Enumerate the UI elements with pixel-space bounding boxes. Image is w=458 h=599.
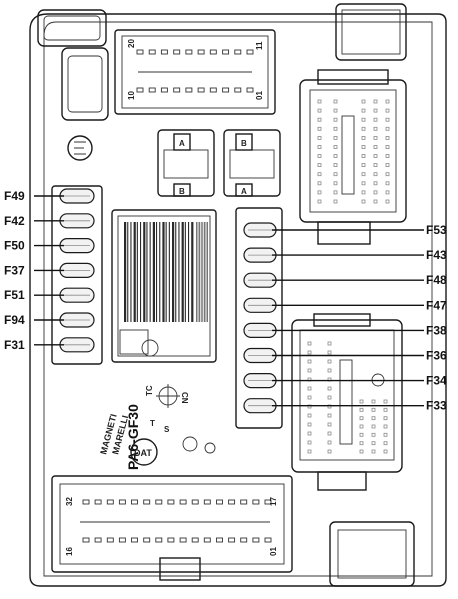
bottom-pin-low-last: 01	[269, 547, 278, 556]
fuse-f48: F48	[243, 272, 447, 288]
t-mark: T	[150, 419, 155, 428]
fuse-label: F94	[4, 313, 25, 327]
fuse-label: F50	[4, 239, 25, 253]
top-pin-low-first: 10	[127, 91, 136, 100]
housing	[29, 3, 447, 587]
fuse-f42: F42	[4, 213, 95, 229]
fuse-block-left	[51, 185, 103, 365]
logo-symbol	[67, 135, 93, 161]
fuse-f51: F51	[4, 287, 95, 303]
top-pin-first: 20	[127, 39, 136, 48]
fuse-label: F49	[4, 189, 25, 203]
fuse-f53: F53	[243, 222, 447, 238]
fuse-f38: F38	[243, 322, 447, 338]
fuse-label: F42	[4, 214, 25, 228]
fuse-f37: F37	[4, 262, 95, 278]
fuse-f43: F43	[243, 247, 447, 263]
top-connector: 20 11 10 01	[114, 29, 276, 115]
fuse-label: F33	[426, 399, 447, 413]
fuse-label: F37	[4, 263, 25, 277]
material-mark: PA6-GF30	[125, 404, 141, 470]
relay-socket-left: A B	[157, 129, 215, 197]
fuse-f94: F94	[4, 312, 95, 328]
relay-socket-right: B A	[223, 129, 281, 197]
fuse-label: F34	[426, 374, 447, 388]
fuse-f33: F33	[243, 398, 447, 414]
right-upper-connector	[299, 69, 407, 245]
bottom-pin-first: 32	[65, 497, 74, 506]
fuse-f34: F34	[243, 373, 447, 389]
fuse-label: F51	[4, 288, 25, 302]
tc-mark: TC	[145, 385, 154, 396]
fuse-f31: F31	[4, 337, 95, 353]
relay-left-label-b: B	[179, 187, 185, 196]
fuse-label: F43	[426, 248, 447, 262]
fuse-label: F47	[426, 298, 447, 312]
relay-right-label-b: B	[241, 139, 247, 148]
fuse-f47: F47	[243, 297, 447, 313]
bottom-pin-low-first: 16	[65, 547, 74, 556]
markings: PA6-GF30 MAGNETI MARELLI TC T S CN DAT	[98, 384, 216, 470]
cn-mark: CN	[180, 392, 189, 404]
fuse-block-right	[235, 207, 283, 429]
top-pin-low-last: 01	[255, 91, 264, 100]
fuse-f50: F50	[4, 238, 95, 254]
label-plate	[111, 209, 217, 363]
bottom-connector: 32 17 16 01	[51, 475, 293, 581]
fuse-label: F38	[426, 323, 447, 337]
fuse-label: F53	[426, 223, 447, 237]
relay-right-label-a: A	[241, 187, 247, 196]
fuse-f49: F49	[4, 188, 95, 204]
fuse-label: F48	[426, 273, 447, 287]
relay-left-label-a: A	[179, 139, 185, 148]
fuse-f36: F36	[243, 347, 447, 364]
fuse-label: F36	[426, 349, 447, 363]
bottom-pin-last: 17	[269, 497, 278, 506]
dat-mark: DAT	[134, 448, 152, 458]
top-pin-last: 11	[255, 41, 264, 50]
s-mark: S	[164, 425, 170, 434]
fuse-label: F31	[4, 338, 25, 352]
right-lower-connector	[291, 313, 403, 491]
